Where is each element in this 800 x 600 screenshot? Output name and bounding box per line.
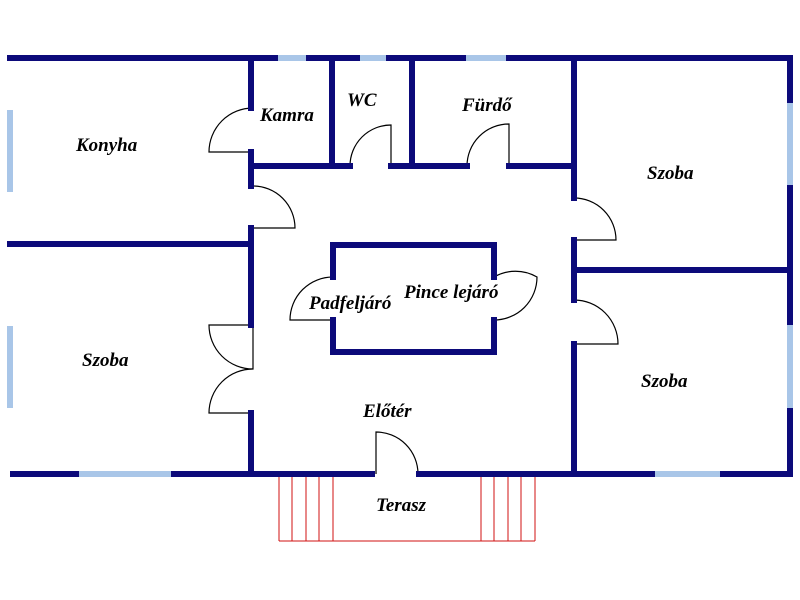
inner-walls <box>7 55 793 477</box>
stairs-left <box>278 477 535 542</box>
walls <box>7 55 793 477</box>
door-padfeljaro <box>289 276 334 321</box>
room-label-kamra: Kamra <box>259 105 314 126</box>
room-label-terasz: Terasz <box>376 495 427 516</box>
room-label-szoba-top-right: Szoba <box>647 163 694 184</box>
room-label-szoba-bottom-right: Szoba <box>641 371 688 392</box>
room-label-wc: WC <box>347 90 377 111</box>
windows <box>7 55 793 477</box>
stairs-right <box>480 477 536 541</box>
door-szoba-left-upper <box>208 324 254 370</box>
doors <box>208 107 619 475</box>
door-szoba-bottom-right <box>573 299 619 345</box>
room-labels: Konyha Kamra WC Fürdő Szoba Szoba Szoba … <box>75 90 694 516</box>
door-entrance <box>375 431 419 475</box>
room-label-furdo: Fürdő <box>461 95 513 116</box>
room-label-konyha: Konyha <box>75 135 138 156</box>
door-szoba-left-lower <box>208 368 254 414</box>
room-label-padfeljaro: Padfeljáró <box>308 293 391 314</box>
room-label-eloter: Előtér <box>362 401 412 422</box>
room-label-pince-lejaro: Pince lejáró <box>403 282 498 303</box>
door-szoba-top-right <box>573 197 617 241</box>
door-pince-lejaro <box>493 270 538 321</box>
door-wc <box>349 124 392 167</box>
terrace-stairs <box>278 477 536 542</box>
room-label-szoba-left: Szoba <box>82 350 129 371</box>
door-kamra <box>208 107 254 153</box>
door-furdo <box>466 123 510 167</box>
door-konyha <box>252 185 296 229</box>
